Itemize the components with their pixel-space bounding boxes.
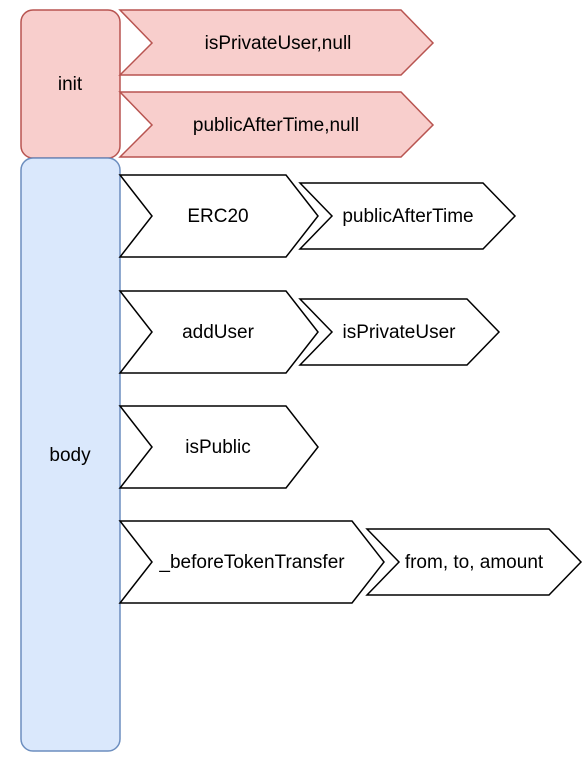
init-step-public-after-time: publicAfterTime,null — [118, 91, 435, 158]
argument-label: publicAfterTime — [342, 206, 473, 227]
function-label: addUser — [182, 322, 254, 343]
body-lane-label: body — [49, 445, 91, 466]
argument-is-private-user: isPrivateUser — [298, 298, 501, 366]
function-before-token-transfer: _beforeTokenTransfer — [118, 520, 385, 604]
argument-from-to-amount: from, to, amount — [365, 528, 583, 596]
init-step-label: isPrivateUser,null — [205, 33, 352, 54]
init-lane-label: init — [58, 74, 83, 95]
body-lane: body — [20, 157, 121, 752]
init-step-label: publicAfterTime,null — [193, 115, 359, 136]
init-lane: init — [20, 9, 121, 159]
function-label: isPublic — [185, 437, 250, 458]
argument-public-after-time: publicAfterTime — [298, 182, 517, 250]
function-add-user: addUser — [118, 290, 319, 374]
init-step-is-private-user: isPrivateUser,null — [118, 9, 435, 76]
function-label: _beforeTokenTransfer — [158, 552, 345, 573]
function-erc20: ERC20 — [118, 174, 319, 258]
function-label: ERC20 — [187, 206, 248, 227]
function-is-public: isPublic — [118, 405, 319, 489]
argument-label: isPrivateUser — [343, 322, 457, 343]
argument-label: from, to, amount — [405, 552, 544, 573]
